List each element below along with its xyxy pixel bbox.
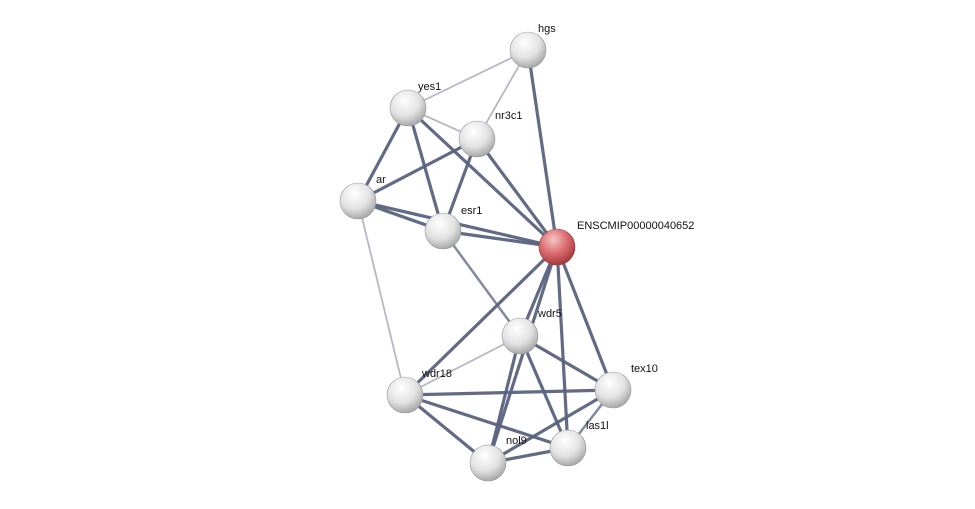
edge-nr3c1-ENSCMIP00000040652[interactable] — [475, 138, 559, 248]
node-ball[interactable] — [549, 429, 587, 467]
node-ball[interactable] — [458, 120, 496, 158]
node-nol9[interactable]: nol9 — [469, 435, 527, 482]
edge-esr1-ENSCMIP00000040652[interactable] — [442, 229, 558, 249]
node-label: nol9 — [506, 435, 527, 447]
node-label: esr1 — [461, 205, 482, 217]
edge-hgs-yes1[interactable] — [407, 49, 529, 109]
node-ball[interactable] — [389, 89, 427, 127]
node-label: ENSCMIP00000040652 — [577, 220, 694, 232]
node-ball[interactable] — [594, 371, 632, 409]
node-ball[interactable] — [339, 182, 377, 220]
edge-wdr5-wdr18[interactable] — [404, 335, 521, 396]
edge-yes1-esr1[interactable] — [406, 107, 445, 232]
node-label: nr3c1 — [495, 110, 523, 122]
node-las1l[interactable]: las1l — [549, 420, 609, 467]
edge-ENSCMIP00000040652-las1l[interactable] — [555, 246, 570, 449]
node-ball[interactable] — [386, 376, 424, 414]
node-tex10[interactable]: tex10 — [594, 363, 658, 409]
edge-ar-wdr18[interactable] — [357, 200, 406, 396]
node-ENSCMIP00000040652[interactable]: ENSCMIP00000040652 — [538, 220, 694, 266]
node-ball[interactable] — [538, 228, 576, 266]
node-label: wdr5 — [537, 308, 562, 320]
edge-yes1-ENSCMIP00000040652[interactable] — [406, 106, 559, 249]
node-label: tex10 — [631, 363, 658, 375]
node-wdr18[interactable]: wdr18 — [386, 368, 452, 414]
node-yes1[interactable]: yes1 — [389, 81, 441, 127]
node-ball[interactable] — [501, 317, 539, 355]
edge-wdr5-nol9[interactable] — [486, 335, 522, 464]
node-label: las1l — [586, 420, 609, 432]
edges-layer — [356, 49, 615, 465]
node-label: ar — [376, 174, 386, 186]
node-ball[interactable] — [424, 212, 462, 250]
edge-tex10-nol9[interactable] — [487, 388, 614, 465]
edge-hgs-ENSCMIP00000040652[interactable] — [526, 49, 559, 248]
edge-esr1-wdr5[interactable] — [441, 230, 522, 337]
node-label: wdr18 — [421, 368, 452, 380]
edge-ENSCMIP00000040652-tex10[interactable] — [555, 246, 615, 391]
node-ar[interactable]: ar — [339, 174, 386, 220]
edge-wdr18-tex10[interactable] — [404, 388, 614, 397]
edge-ENSCMIP00000040652-wdr18[interactable] — [403, 245, 559, 397]
edge-wdr18-las1l[interactable] — [404, 393, 569, 450]
node-hgs[interactable]: hgs — [509, 23, 556, 69]
node-ball[interactable] — [509, 31, 547, 69]
node-ball[interactable] — [469, 444, 507, 482]
node-label: hgs — [538, 23, 556, 35]
node-esr1[interactable]: esr1 — [424, 205, 482, 250]
node-label: yes1 — [418, 81, 441, 93]
node-nr3c1[interactable]: nr3c1 — [458, 110, 523, 158]
node-wdr5[interactable]: wdr5 — [501, 308, 562, 355]
edge-nr3c1-ar[interactable] — [357, 137, 478, 203]
